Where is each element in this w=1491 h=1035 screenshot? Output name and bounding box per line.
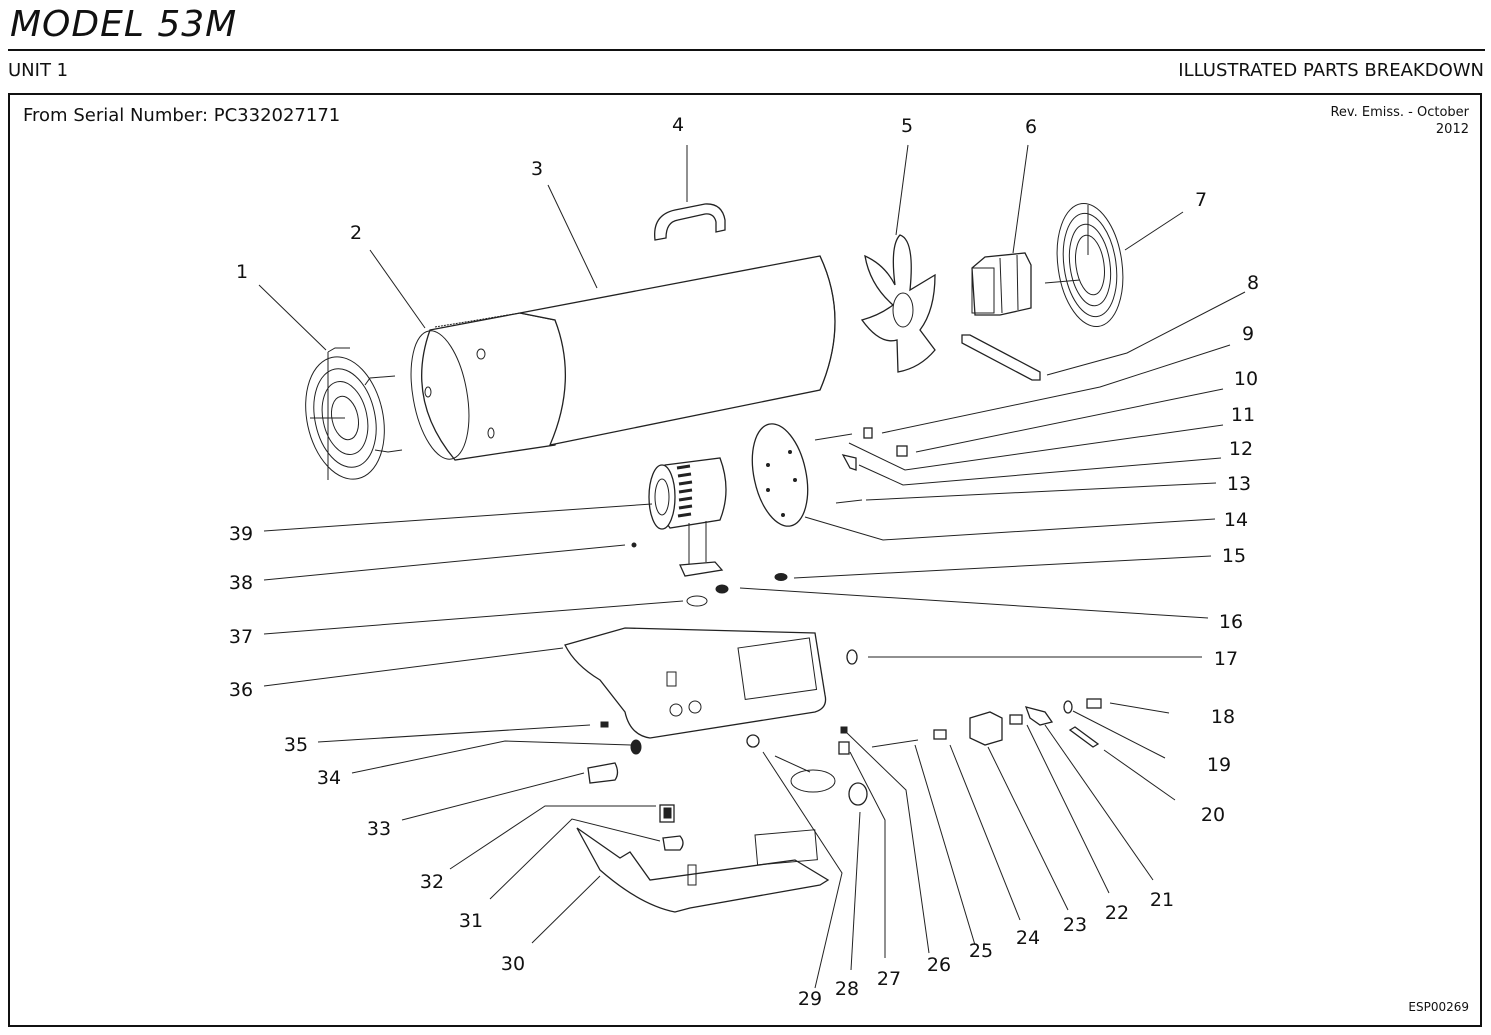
- part-34-strain-relief[interactable]: [630, 739, 642, 755]
- callout-11: 11: [1231, 404, 1255, 426]
- part-17-cable-gland[interactable]: [846, 649, 858, 665]
- part-5-fan-blade[interactable]: [860, 234, 936, 373]
- section-title: ILLUSTRATED PARTS BREAKDOWN: [1178, 60, 1484, 81]
- callout-27: 27: [877, 968, 901, 990]
- part-7-front-guard[interactable]: [1044, 199, 1130, 331]
- callout-21: 21: [1150, 889, 1174, 911]
- part-39-combustion-chamber[interactable]: [648, 457, 727, 577]
- revision-line-1: Rev. Emiss. - October: [1330, 105, 1469, 120]
- callout-22: 22: [1105, 902, 1129, 924]
- part-36-control-panel[interactable]: [564, 627, 827, 739]
- callout-34: 34: [317, 767, 341, 789]
- callout-28: 28: [835, 978, 859, 1000]
- serial-number: From Serial Number: PC332027171: [23, 105, 341, 126]
- callout-33: 33: [367, 818, 391, 840]
- callout-2: 2: [350, 222, 362, 244]
- callout-29: 29: [798, 988, 822, 1010]
- part-19-washer[interactable]: [1063, 700, 1073, 714]
- callout-6: 6: [1025, 116, 1037, 138]
- part-38-screw[interactable]: [631, 542, 637, 548]
- part-12-electrode-bracket[interactable]: [841, 454, 857, 471]
- callout-14: 14: [1224, 509, 1248, 531]
- part-9-clip[interactable]: [863, 427, 873, 439]
- callout-1: 1: [236, 261, 248, 283]
- callout-16: 16: [1219, 611, 1243, 633]
- callout-36: 36: [229, 679, 253, 701]
- callout-37: 37: [229, 626, 253, 648]
- leader-lines: [258, 144, 1246, 989]
- callout-13: 13: [1227, 473, 1251, 495]
- callout-26: 26: [927, 954, 951, 976]
- part-11-ignition-electrode[interactable]: [814, 433, 853, 441]
- part-13-screw[interactable]: [835, 499, 863, 504]
- callout-38: 38: [229, 572, 253, 594]
- callout-20: 20: [1201, 804, 1225, 826]
- diagram-frame: [8, 93, 1482, 1027]
- callout-7: 7: [1195, 189, 1207, 211]
- callout-17: 17: [1214, 648, 1238, 670]
- part-16-nut[interactable]: [715, 584, 729, 594]
- unit-label: UNIT 1: [8, 60, 69, 81]
- callout-35: 35: [284, 734, 308, 756]
- callout-3: 3: [531, 158, 543, 180]
- part-25-pipe[interactable]: [871, 739, 919, 748]
- part-18-fitting[interactable]: [1086, 698, 1102, 709]
- part-15-nut[interactable]: [774, 573, 788, 581]
- part-33-capacitor[interactable]: [587, 762, 619, 784]
- callout-18: 18: [1211, 706, 1235, 728]
- revision-line-2: 2012: [1435, 122, 1469, 137]
- drawing-code: ESP00269: [1408, 1000, 1469, 1014]
- callout-9: 9: [1242, 323, 1254, 345]
- callout-5: 5: [901, 115, 913, 137]
- part-26-nut[interactable]: [840, 726, 848, 734]
- part-8-motor-bracket[interactable]: [961, 334, 1041, 381]
- callout-labels: 1 2 3 4 5 6 7 8 9 10 11 12 13 14 15 16 1…: [229, 114, 1259, 1010]
- part-22-fitting[interactable]: [1009, 714, 1023, 725]
- part-3-outer-shell[interactable]: [519, 255, 836, 446]
- part-23-solenoid-valve[interactable]: [969, 711, 1003, 746]
- callout-24: 24: [1016, 927, 1040, 949]
- part-32-rocker-switch[interactable]: [659, 804, 675, 823]
- part-2-rear-shell[interactable]: [402, 312, 569, 464]
- callout-19: 19: [1207, 754, 1231, 776]
- model-title: MODEL 53M: [10, 4, 238, 45]
- part-10-clip-holder[interactable]: [896, 445, 908, 457]
- header-rule: [8, 49, 1485, 51]
- part-4-handle[interactable]: [654, 203, 726, 241]
- part-28-gas-regulator[interactable]: [848, 782, 868, 806]
- revision-note: Rev. Emiss. - October 2012: [1330, 104, 1469, 138]
- callout-23: 23: [1063, 914, 1087, 936]
- part-27-elbow-fitting[interactable]: [838, 741, 850, 755]
- callout-30: 30: [501, 953, 525, 975]
- callout-10: 10: [1234, 368, 1258, 390]
- callout-39: 39: [229, 523, 253, 545]
- callout-32: 32: [420, 871, 444, 893]
- callout-15: 15: [1222, 545, 1246, 567]
- part-20-nozzle[interactable]: [1068, 726, 1100, 748]
- part-31-push-button[interactable]: [662, 835, 684, 851]
- callout-4: 4: [672, 114, 684, 136]
- callout-25: 25: [969, 940, 993, 962]
- part-29-hose-grommet[interactable]: [746, 734, 836, 793]
- part-1-rear-guard[interactable]: [295, 347, 403, 487]
- callout-8: 8: [1247, 272, 1259, 294]
- part-14-baffle-disc[interactable]: [744, 419, 816, 532]
- part-30-base[interactable]: [576, 827, 830, 913]
- callout-12: 12: [1229, 438, 1253, 460]
- part-21-tee-fitting[interactable]: [1024, 706, 1054, 726]
- part-37-gasket[interactable]: [686, 595, 708, 607]
- callout-31: 31: [459, 910, 483, 932]
- part-35-clip[interactable]: [600, 721, 609, 728]
- part-24-fitting[interactable]: [933, 729, 947, 740]
- part-6-motor[interactable]: [971, 252, 1032, 316]
